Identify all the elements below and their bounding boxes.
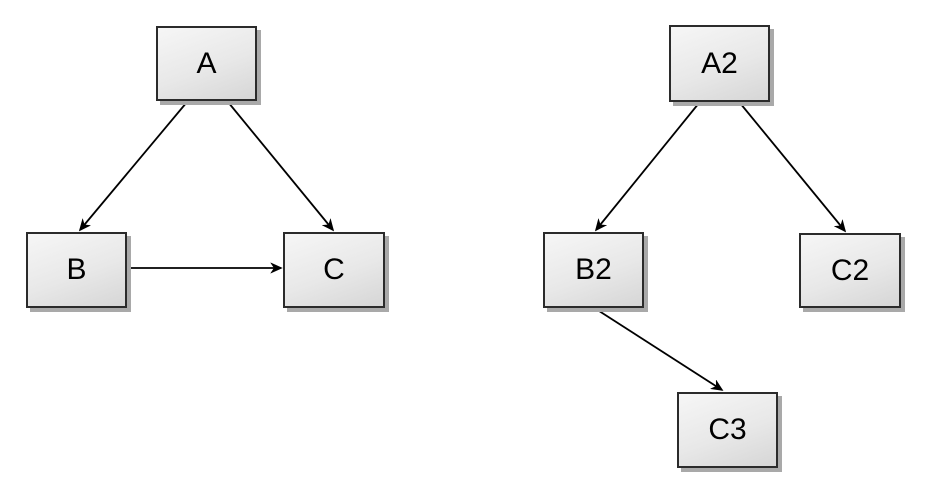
node-label: A2 xyxy=(701,46,738,80)
node-C2[interactable]: C2 xyxy=(799,233,901,308)
node-label: A xyxy=(196,46,217,80)
node-label: C3 xyxy=(708,413,747,446)
node-B[interactable]: B xyxy=(26,232,127,308)
node-C[interactable]: C xyxy=(283,232,385,308)
node-A2[interactable]: A2 xyxy=(669,25,770,102)
node-label: B xyxy=(66,253,87,286)
node-label: B2 xyxy=(575,253,612,286)
node-A[interactable]: A xyxy=(156,26,257,101)
node-label: C xyxy=(323,253,345,286)
node-C3[interactable]: C3 xyxy=(677,392,778,468)
node-B2[interactable]: B2 xyxy=(543,232,644,308)
node-label: C2 xyxy=(830,253,870,287)
